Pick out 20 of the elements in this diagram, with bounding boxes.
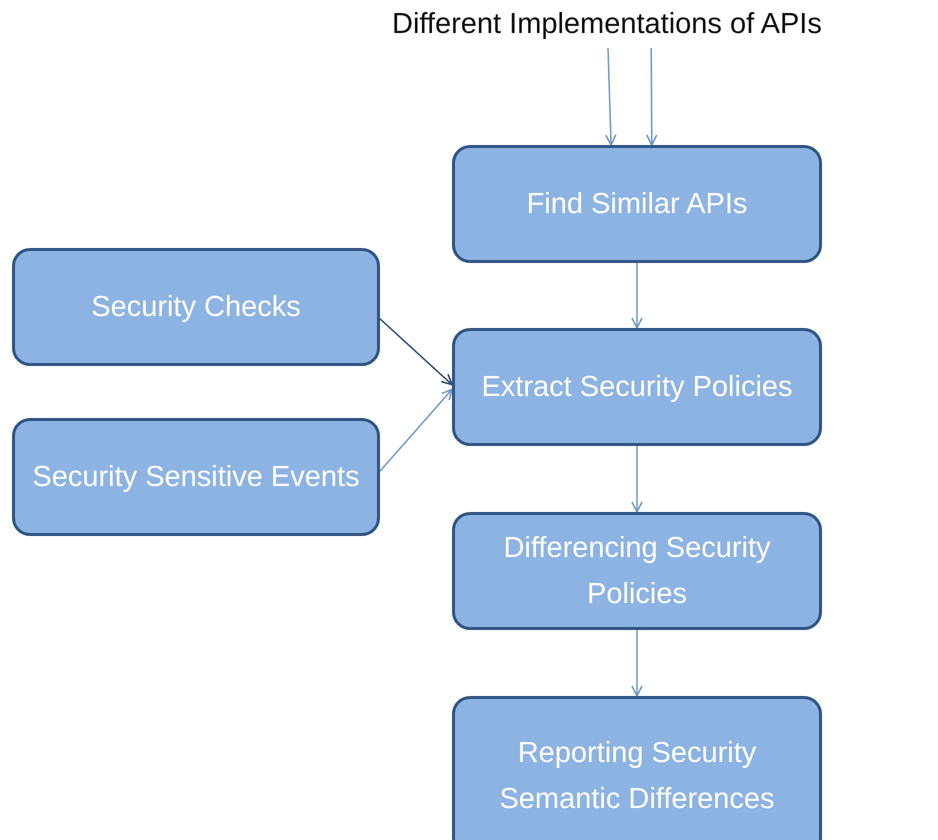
process-box (452, 145, 822, 263)
arrow (631, 446, 643, 513)
step-label: Extract Security Policies (481, 370, 793, 405)
step-label: Security Sensitive Events (32, 460, 360, 495)
step-label: Find Similar APIs (526, 186, 748, 222)
arrow (380, 318, 453, 386)
step-label: Reporting Security Semantic Differences (498, 736, 776, 817)
arrow (646, 48, 658, 146)
process-box (452, 328, 822, 446)
input-label: Different Implementations of APIs (392, 8, 822, 40)
process-box (452, 512, 822, 630)
arrow (604, 48, 617, 146)
arrow (631, 263, 643, 329)
step-label: Differencing Security Policies (502, 530, 772, 612)
step-label: Security Checks (91, 290, 301, 325)
process-box (12, 248, 380, 366)
arrow (631, 630, 643, 697)
process-box (12, 418, 380, 536)
process-box (452, 696, 822, 840)
arrow (379, 388, 453, 472)
